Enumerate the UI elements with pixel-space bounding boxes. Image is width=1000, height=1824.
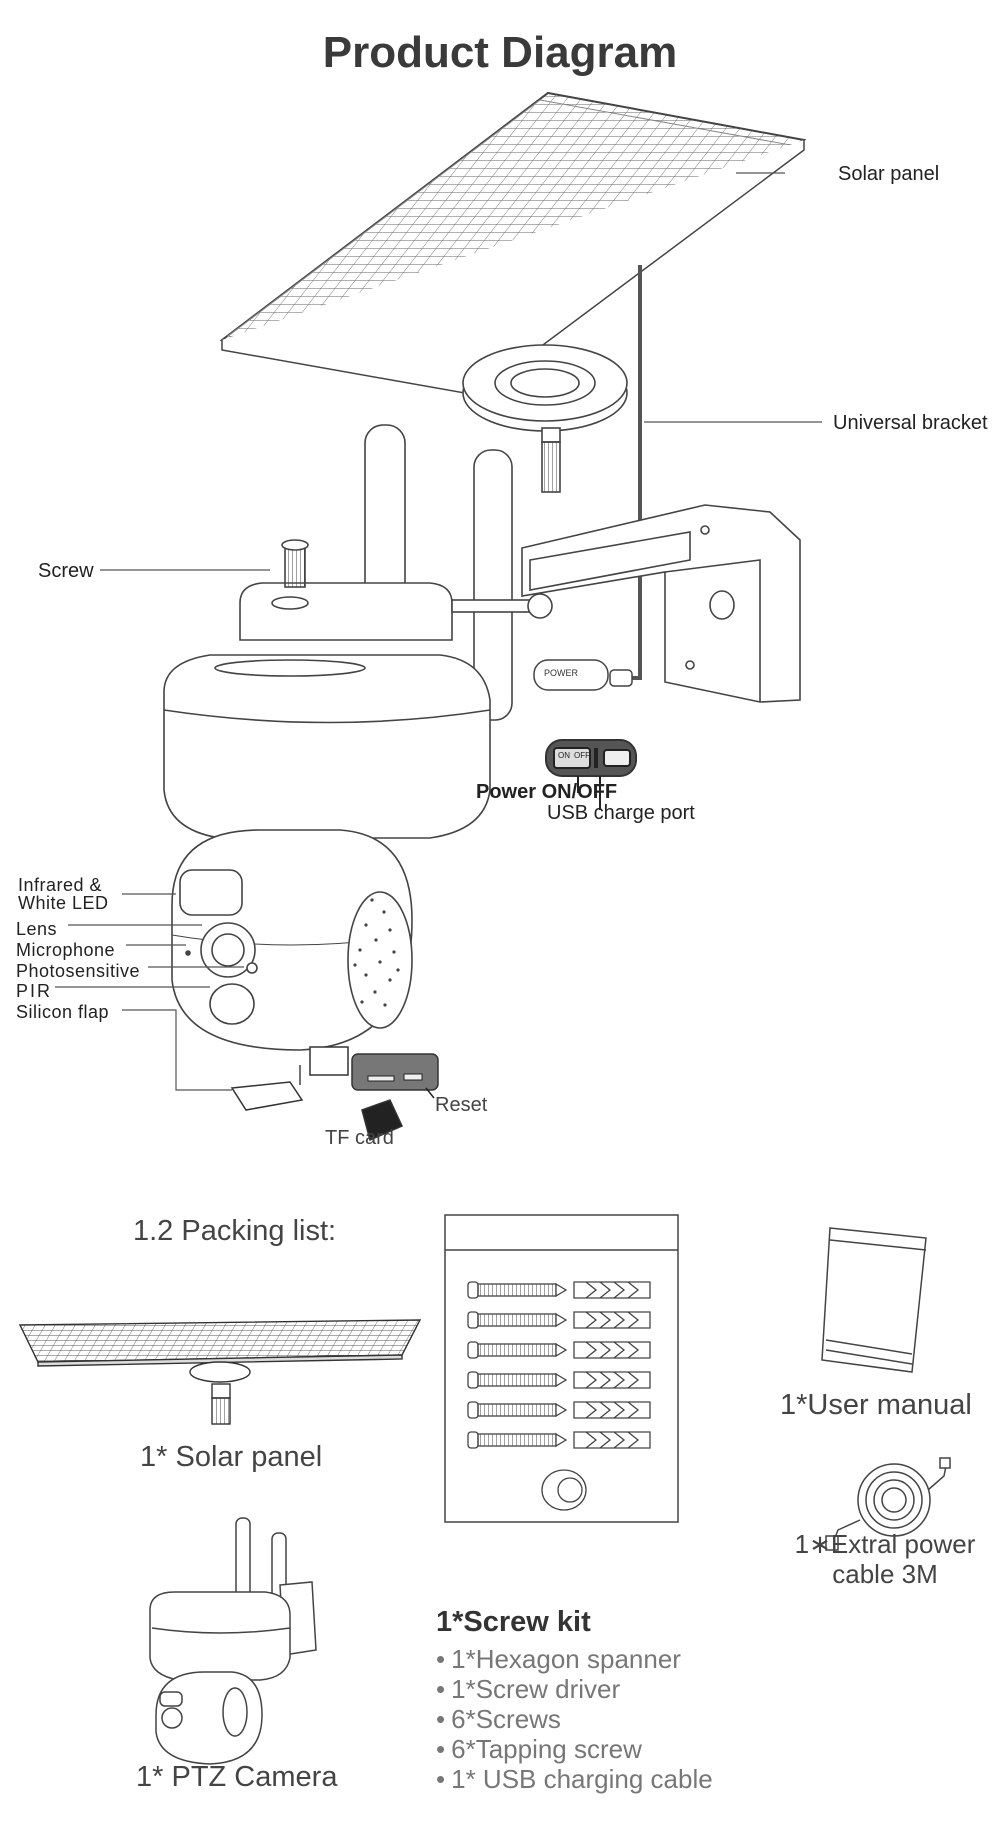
power-connector-drawing bbox=[533, 659, 633, 691]
label-ir-led-2: White LED bbox=[18, 893, 109, 913]
packing-power-cable-1: 1∗Extral power bbox=[794, 1529, 976, 1559]
power-cable-drawing bbox=[825, 1457, 951, 1551]
label-tf-card: TF card bbox=[325, 1127, 394, 1149]
leader-lines bbox=[55, 172, 822, 1091]
label-lens: Lens bbox=[16, 919, 58, 939]
packing-solar-panel-drawing bbox=[18, 1319, 422, 1425]
screw-kit-item: •6*Tapping screw bbox=[436, 1734, 642, 1764]
label-universal-bracket: Universal bracket bbox=[833, 412, 988, 434]
label-pir: PIR bbox=[16, 981, 53, 1001]
tf-card-drawing bbox=[230, 1046, 439, 1142]
label-photosensitive: Photosensitive bbox=[16, 961, 141, 981]
page-title: Product Diagram bbox=[322, 28, 678, 77]
speaker-holes bbox=[353, 898, 400, 1007]
user-manual-drawing bbox=[821, 1227, 927, 1373]
screw-kit-item: •1*Hexagon spanner bbox=[436, 1644, 681, 1674]
camera-drawing bbox=[163, 424, 553, 1051]
label-ir-led-1: Infrared & bbox=[18, 875, 103, 895]
label-silicon-flap: Silicon flap bbox=[16, 1002, 110, 1022]
packing-solar-panel: 1* Solar panel bbox=[140, 1441, 323, 1473]
label-screw: Screw bbox=[38, 560, 94, 582]
screw-rows bbox=[467, 1281, 651, 1511]
screw-kit-item: •1* USB charging cable bbox=[436, 1764, 713, 1794]
packing-ptz-camera: 1* PTZ Camera bbox=[136, 1761, 338, 1793]
screw-kit-item: •6*Screws bbox=[436, 1704, 561, 1734]
power-switch-callout bbox=[545, 739, 637, 810]
universal-bracket-drawing bbox=[462, 344, 801, 703]
screw-kit-title: 1*Screw kit bbox=[436, 1606, 591, 1638]
label-reset: Reset bbox=[435, 1094, 488, 1116]
label-usb-port: USB charge port bbox=[547, 802, 695, 824]
label-switch-on: ON bbox=[558, 751, 570, 760]
label-solar-panel: Solar panel bbox=[838, 163, 940, 185]
packing-user-manual: 1*User manual bbox=[780, 1389, 972, 1421]
screw-kit-box bbox=[444, 1214, 679, 1523]
label-power-plate: POWER bbox=[544, 668, 579, 678]
packing-heading: 1.2 Packing list: bbox=[133, 1215, 337, 1247]
packing-ptz-camera-drawing bbox=[149, 1517, 317, 1765]
solar-cable bbox=[626, 265, 642, 680]
screw-kit-list: •1*Hexagon spanner •1*Screw driver •6*Sc… bbox=[436, 1644, 713, 1794]
screw-kit-item: •1*Screw driver bbox=[436, 1674, 621, 1704]
label-power-switch: Power ON/OFF bbox=[476, 781, 618, 803]
label-microphone: Microphone bbox=[16, 940, 116, 960]
label-switch-off: OFF bbox=[574, 751, 590, 760]
packing-power-cable-2: cable 3M bbox=[832, 1559, 938, 1589]
